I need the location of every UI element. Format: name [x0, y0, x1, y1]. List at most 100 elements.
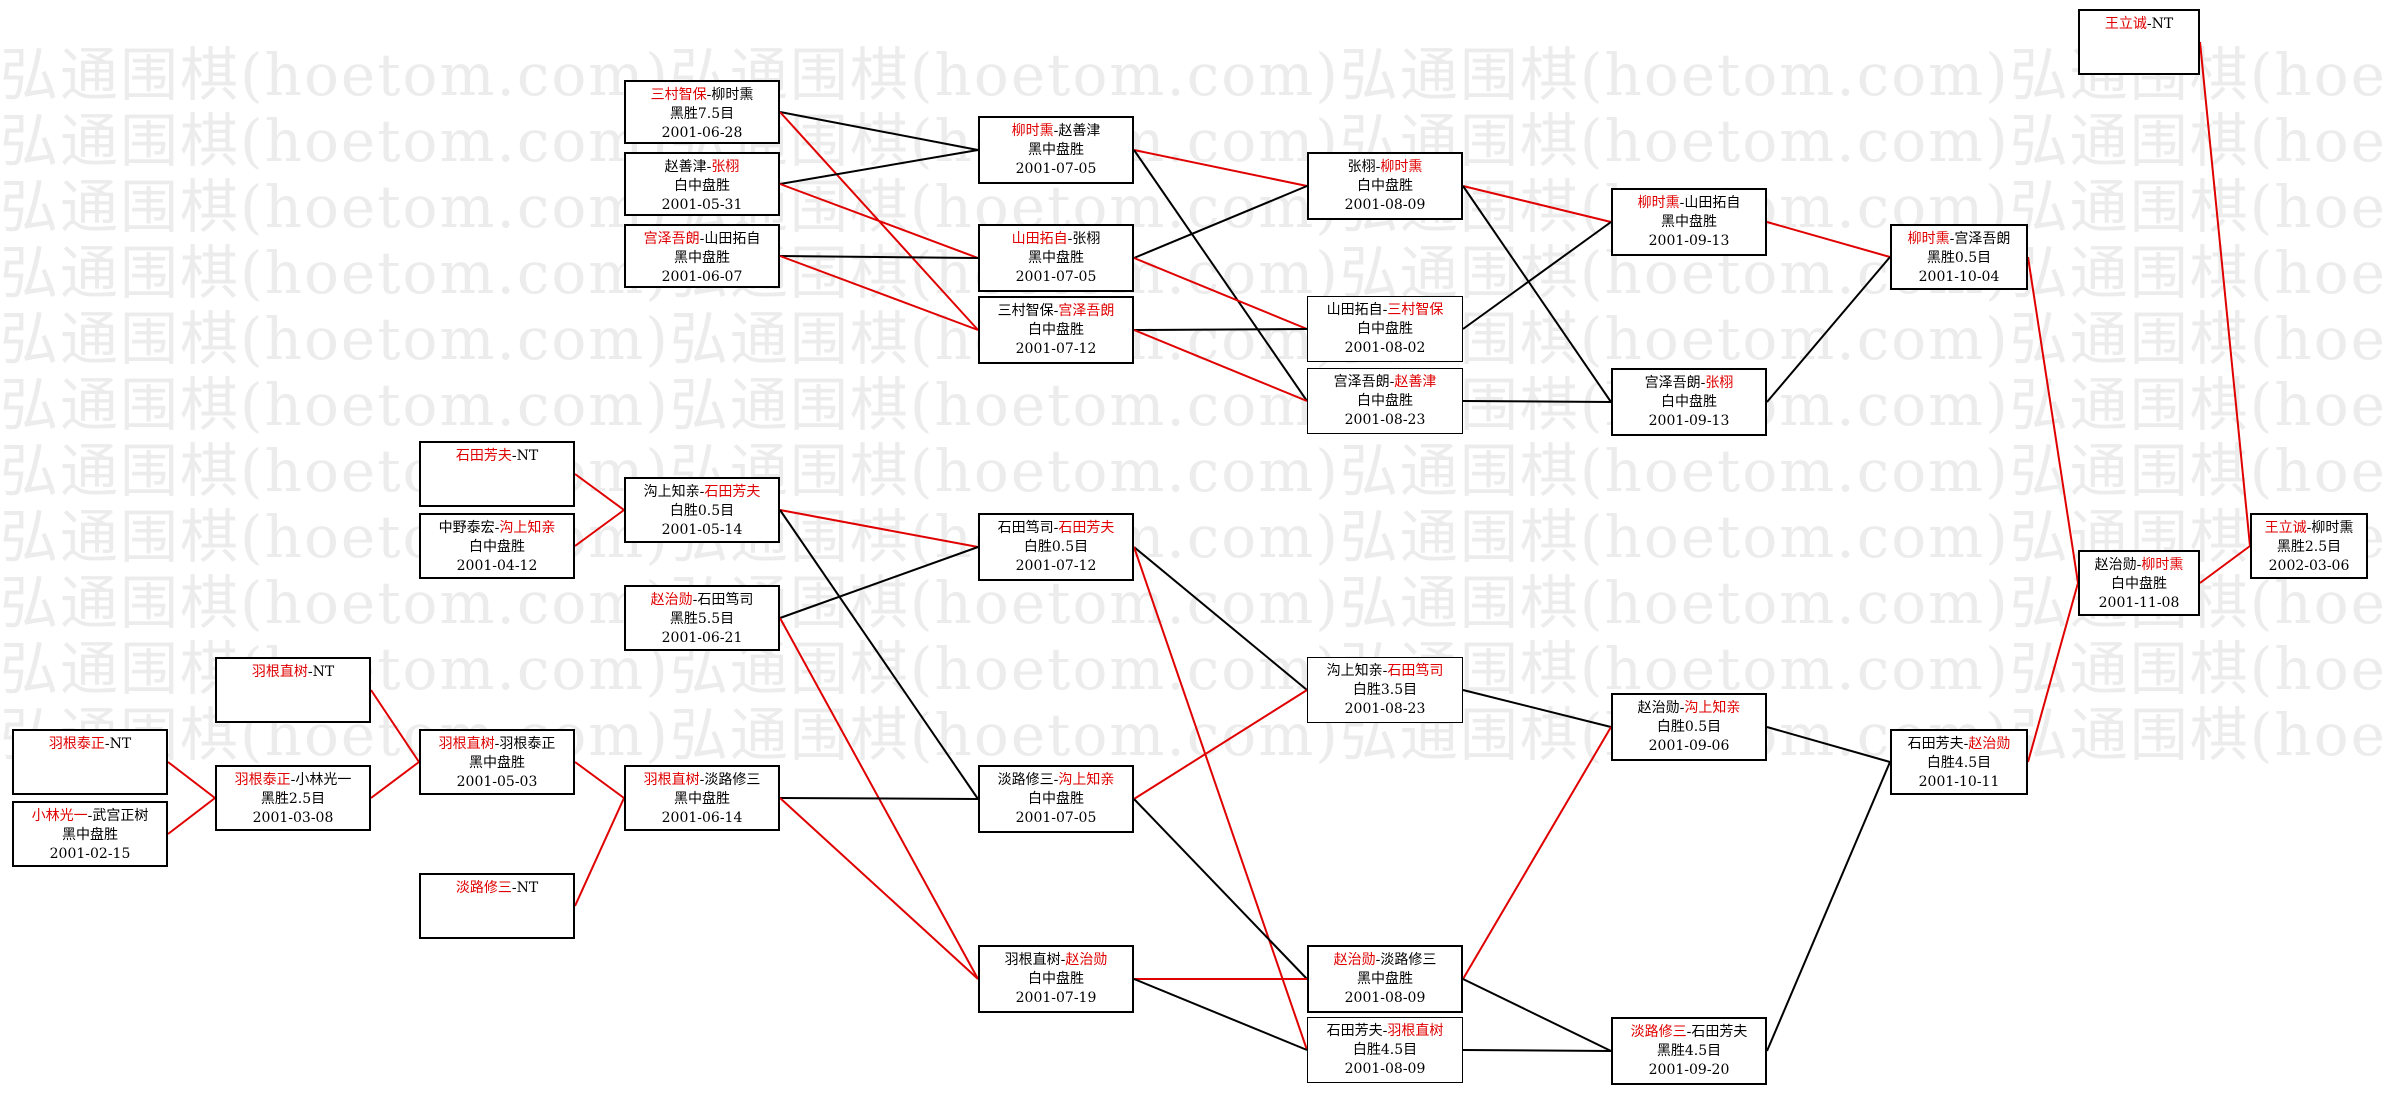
game-date: 2001-11-08 [2098, 595, 2180, 611]
player-black: 羽根泰正 [234, 772, 291, 788]
matchup: 三村智保-宫泽吾朗 [980, 302, 1132, 321]
player-black: 中野泰宏 [438, 520, 495, 536]
player-white: 柳时熏 [711, 87, 754, 103]
bracket-connector [779, 255, 979, 259]
player-white: 赵善津 [1058, 123, 1101, 139]
game-date: 2002-03-06 [2268, 558, 2350, 574]
game-result: 黑中盘胜 [1028, 250, 1084, 266]
bracket-connector [1462, 185, 1612, 403]
bracket-connector [1462, 978, 1612, 1052]
matchup: 柳时熏-山田拓自 [1613, 194, 1765, 213]
game-box[interactable]: 淡路修三-NT [419, 873, 575, 939]
bracket-connector [370, 689, 420, 763]
game-result: 黑胜5.5目 [669, 611, 735, 627]
separator: - [1382, 1023, 1388, 1039]
game-result: 黑胜4.5目 [1656, 1043, 1722, 1059]
player-white: 石田芳夫 [704, 484, 761, 500]
player-white: 赵治勋 [1968, 736, 2011, 752]
player-white: 山田拓自 [704, 231, 761, 247]
bracket-connector [1133, 149, 1308, 402]
player-white: 淡路修三 [1380, 952, 1437, 968]
player-black: 小林光一 [31, 808, 88, 824]
player-black: 赵治勋 [1637, 700, 1680, 716]
bracket-connector [779, 797, 979, 800]
game-result: 白中盘胜 [1028, 791, 1084, 807]
player-black: 沟上知亲 [1326, 663, 1383, 679]
game-box[interactable]: 石田芳夫-NT [419, 441, 575, 507]
player-white: 张栩 [711, 159, 740, 175]
separator: - [2306, 520, 2312, 536]
separator: - [2136, 557, 2142, 573]
game-date: 2001-02-15 [49, 846, 131, 862]
player-black: 羽根直树 [643, 772, 700, 788]
matchup: 柳时熏-宫泽吾朗 [1892, 230, 2026, 249]
separator: - [1389, 374, 1395, 390]
player-white: 羽根泰正 [499, 736, 556, 752]
player-white: 张栩 [1705, 375, 1734, 391]
player-black: 羽根直树 [438, 736, 495, 752]
bracket-connector [1462, 221, 1612, 330]
bracket-connector [574, 797, 625, 907]
separator: - [104, 736, 110, 752]
player-white: 柳时熏 [1380, 159, 1423, 175]
bracket-connector [167, 761, 216, 799]
game-result: 白中盘胜 [1357, 321, 1413, 337]
game-result: 黑胜2.5目 [260, 791, 326, 807]
separator: - [511, 880, 517, 896]
separator: - [1949, 231, 1955, 247]
player-white: 沟上知亲 [499, 520, 556, 536]
bracket-connector [779, 509, 979, 548]
bracket-connector [574, 473, 625, 511]
player-black: 石田芳夫 [1326, 1023, 1383, 1039]
bracket-connector [1133, 185, 1308, 259]
game-date: 2001-03-08 [252, 810, 334, 826]
game-box[interactable]: 羽根泰正-NT [12, 729, 168, 795]
game-result: 白中盘胜 [674, 178, 730, 194]
player-white: 羽根直树 [1387, 1023, 1444, 1039]
separator: - [1679, 195, 1685, 211]
player-white: NT [312, 664, 335, 680]
matchup: 中野泰宏-沟上知亲 [421, 519, 573, 538]
player-black: 淡路修三 [1630, 1024, 1687, 1040]
bracket-connector [1133, 689, 1308, 800]
bracket-connector [779, 797, 979, 980]
player-white: 沟上知亲 [1684, 700, 1741, 716]
game-box[interactable]: 羽根直树-NT [215, 657, 371, 723]
matchup: 羽根泰正-NT [14, 735, 166, 754]
matchup: 羽根直树-赵治勋 [980, 951, 1132, 970]
player-white: NT [516, 880, 539, 896]
player-black: 三村智保 [650, 87, 707, 103]
game-box[interactable]: 王立诚-NT [2078, 9, 2200, 75]
player-white: 赵治勋 [1065, 952, 1108, 968]
